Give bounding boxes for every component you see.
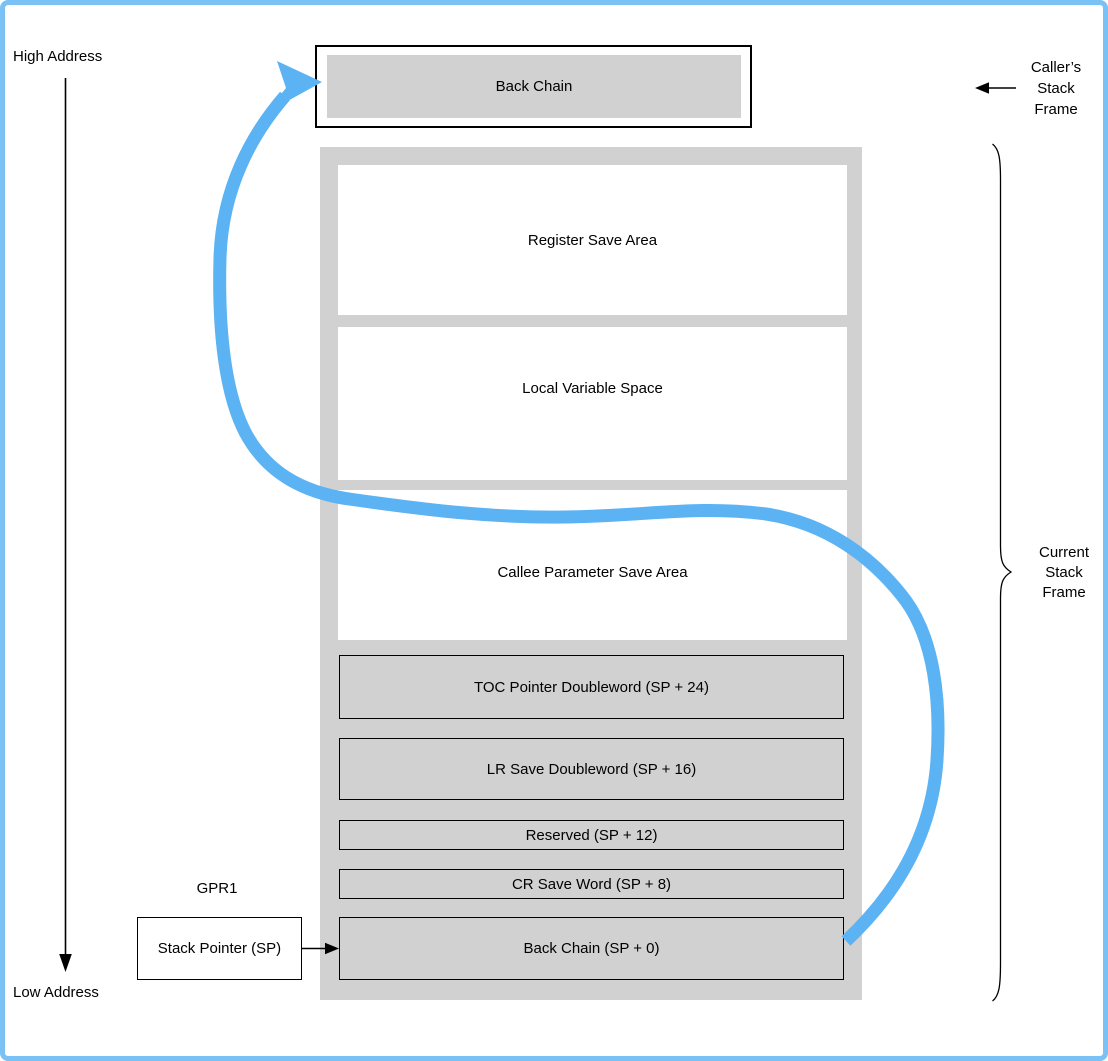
current-frame-brace <box>992 143 1013 1002</box>
area-label: Local Variable Space <box>522 380 663 397</box>
slot-label: TOC Pointer Doubleword (SP + 24) <box>474 678 709 696</box>
caller-back-chain-cell: Back Chain <box>327 55 741 118</box>
toc-pointer-doubleword-box: TOC Pointer Doubleword (SP + 24) <box>339 655 844 719</box>
stack-pointer-label: Stack Pointer (SP) <box>157 940 282 957</box>
current-back-chain-box: Back Chain (SP + 0) <box>339 917 844 980</box>
caller-back-chain-label: Back Chain <box>495 78 573 95</box>
label-line: Stack <box>1045 564 1083 581</box>
caller-back-chain-box: Back Chain <box>315 45 752 128</box>
back-chain-pointer-arrowhead-icon <box>266 61 322 113</box>
current-stack-frame-label: Current Stack Frame <box>1018 543 1108 603</box>
high-address-label: High Address <box>13 48 103 65</box>
gpr1-label: GPR1 <box>196 880 238 897</box>
label-line: Frame <box>1042 584 1086 601</box>
callers-stack-frame-label: Caller’s Stack Frame <box>1010 57 1102 120</box>
stack-pointer-box: Stack Pointer (SP) <box>137 917 302 980</box>
callee-parameter-save-area-box: Callee Parameter Save Area <box>338 490 847 640</box>
address-down-arrowhead-icon <box>59 954 72 972</box>
slot-label: CR Save Word (SP + 8) <box>511 875 672 893</box>
label-line: Frame <box>1034 101 1078 118</box>
area-label: Callee Parameter Save Area <box>497 563 688 581</box>
reserved-box: Reserved (SP + 12) <box>339 820 844 850</box>
label-line: Current <box>1038 544 1090 561</box>
caller-frame-arrowhead-icon <box>975 82 989 94</box>
lr-save-doubleword-box: LR Save Doubleword (SP + 16) <box>339 738 844 800</box>
slot-label: Back Chain (SP + 0) <box>523 940 660 957</box>
label-line: Stack <box>1037 80 1075 97</box>
area-label: Register Save Area <box>527 231 658 249</box>
low-address-label: Low Address <box>13 984 99 1001</box>
local-variable-space-box: Local Variable Space <box>338 327 847 480</box>
register-save-area-box: Register Save Area <box>338 165 847 315</box>
slot-label: LR Save Doubleword (SP + 16) <box>486 760 697 778</box>
cr-save-word-box: CR Save Word (SP + 8) <box>339 869 844 899</box>
slot-label: Reserved (SP + 12) <box>525 826 658 844</box>
label-line: Caller’s <box>1030 59 1082 76</box>
